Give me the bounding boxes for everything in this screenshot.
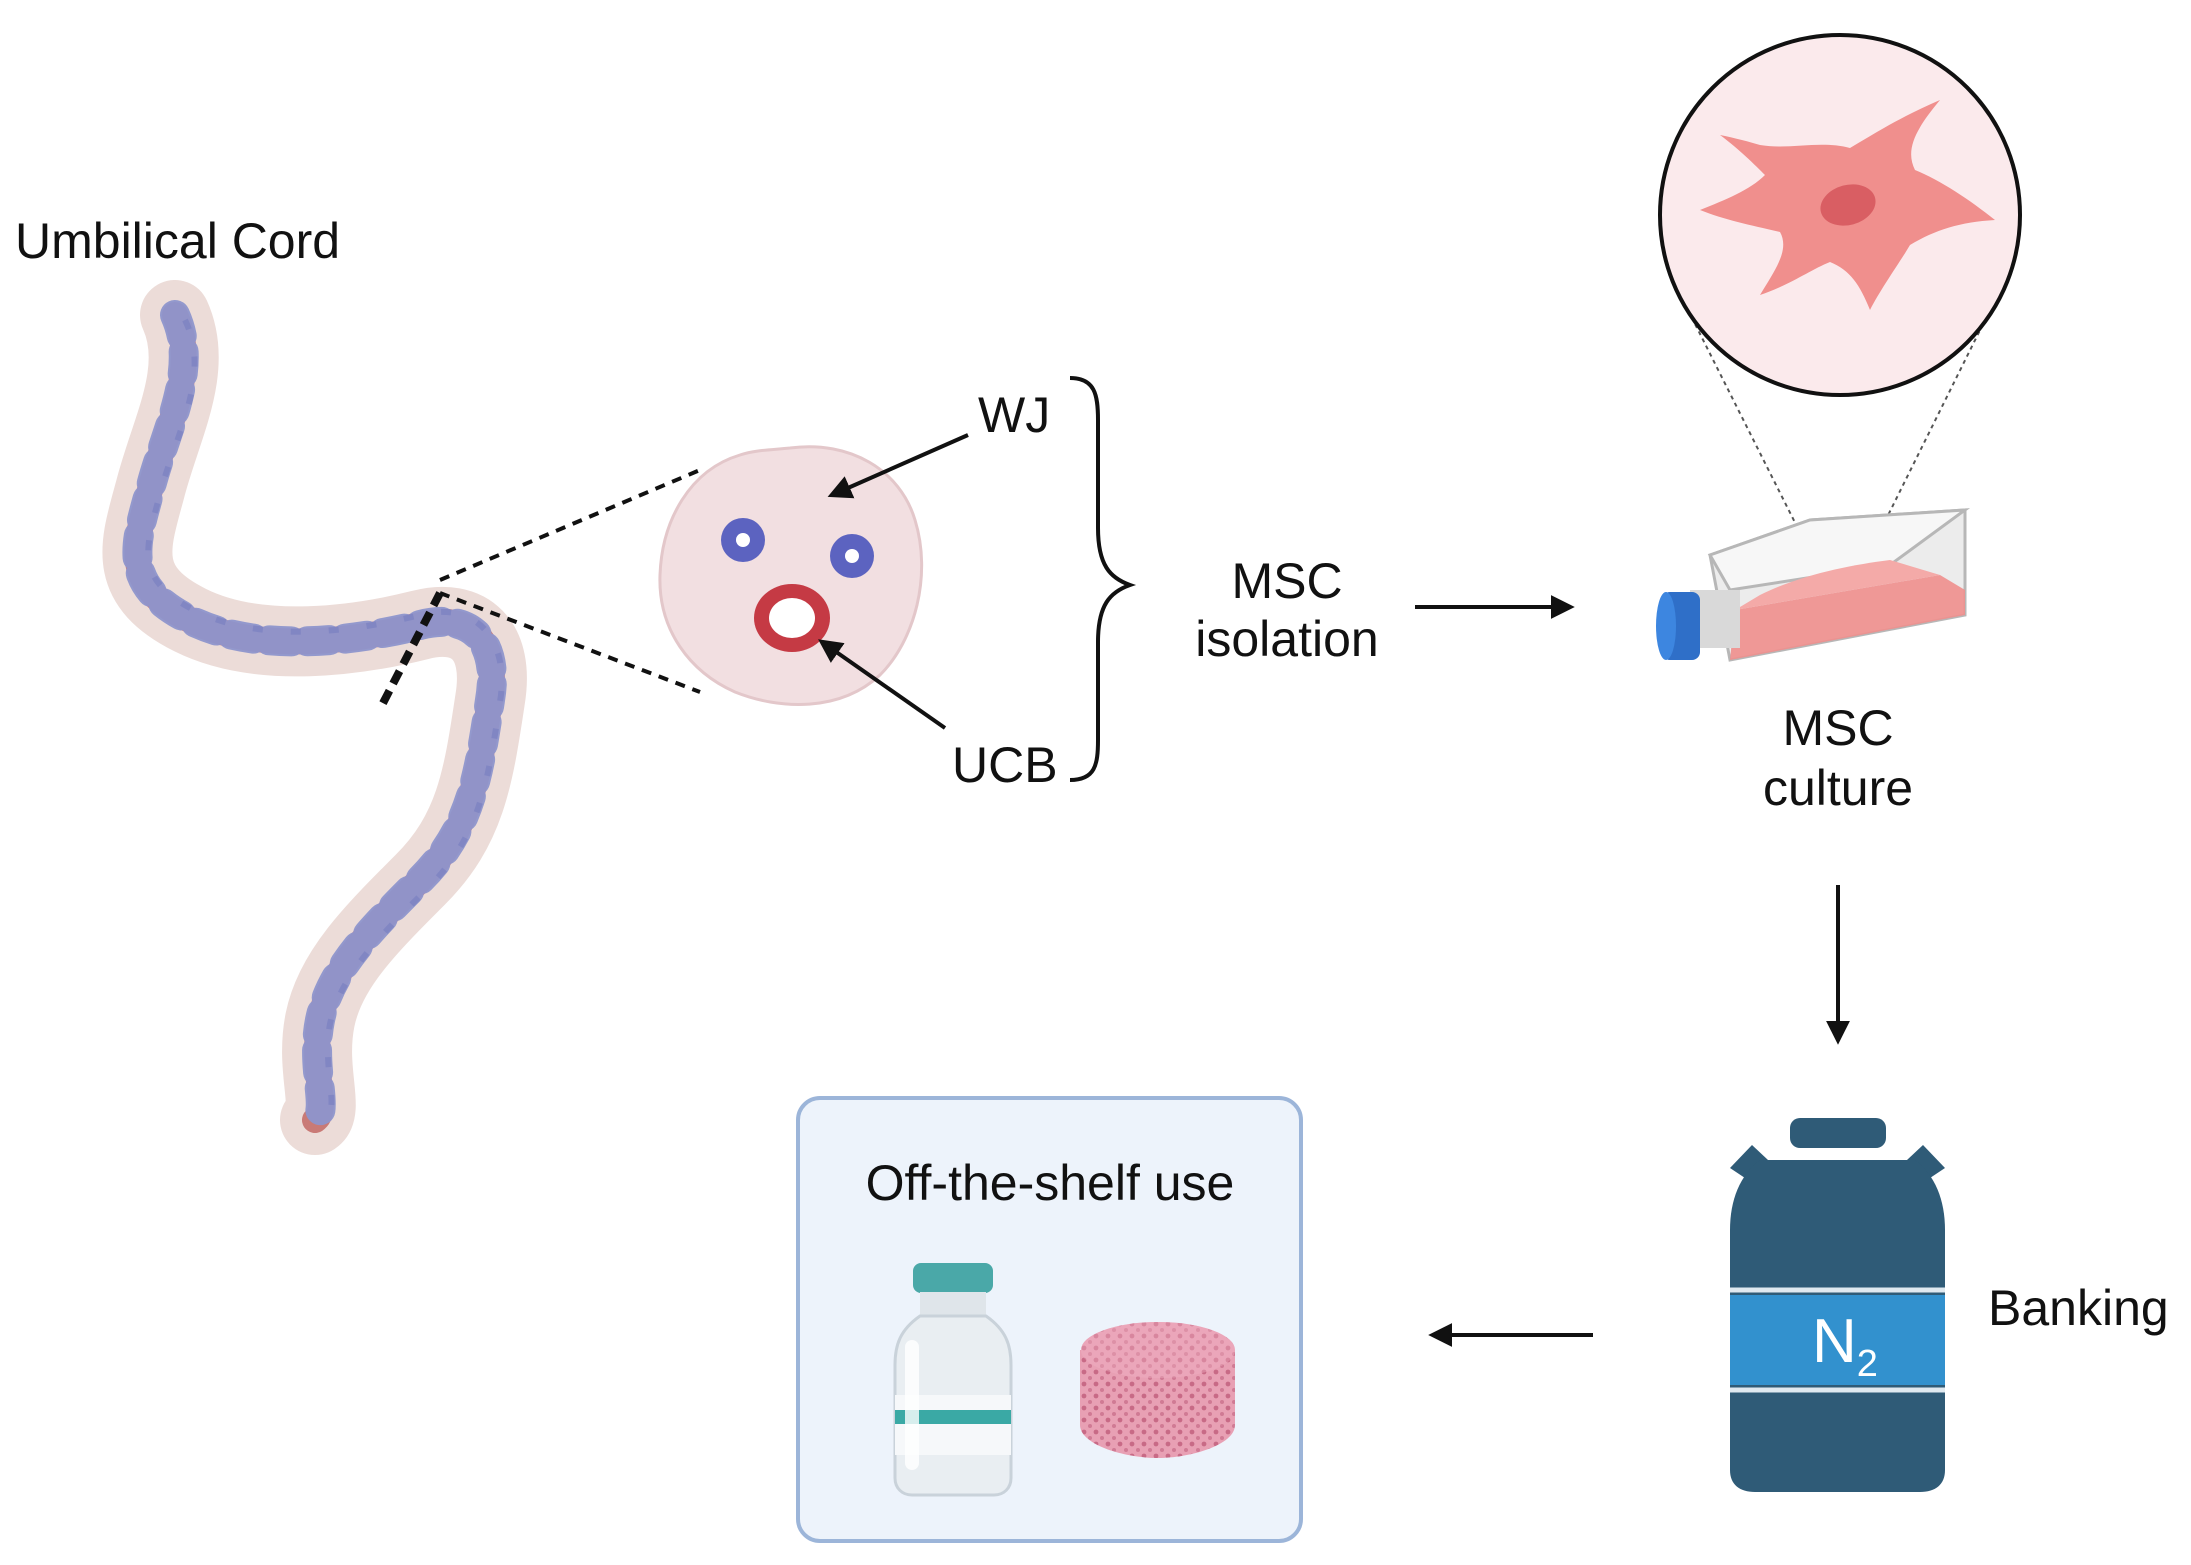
ucb-arrow xyxy=(818,639,947,730)
scaffold-icon xyxy=(1080,1322,1235,1458)
banking-label: Banking xyxy=(1988,1280,2169,1336)
msc-isolation-label-line2: isolation xyxy=(1195,611,1378,667)
cell-nucleus xyxy=(1820,184,1876,226)
magnified-cell-view xyxy=(1658,33,2022,613)
grouping-brace xyxy=(1069,376,1137,782)
expansion-line-top xyxy=(439,468,701,582)
off-the-shelf-panel: Off-the-shelf use xyxy=(796,1096,1303,1543)
msc-isolation-label-line1: MSC xyxy=(1231,553,1342,609)
culture-flask-icon xyxy=(1656,508,1971,662)
cord-cross-section xyxy=(658,445,924,706)
wj-arrow xyxy=(827,433,969,499)
liquid-nitrogen-dewar-icon: N2 xyxy=(1730,1118,1945,1492)
umbilical-cord-illustration xyxy=(102,280,527,1155)
msc-culture-label-line1: MSC xyxy=(1782,700,1893,756)
n2-label: N2 xyxy=(1812,1307,1878,1385)
off-the-shelf-label: Off-the-shelf use xyxy=(866,1155,1235,1211)
umbilical-cord-label: Umbilical Cord xyxy=(15,213,340,269)
msc-culture-label-line2: culture xyxy=(1763,760,1913,816)
ucb-label: UCB xyxy=(952,737,1058,793)
wj-label: WJ xyxy=(978,387,1050,443)
vial-icon xyxy=(893,1263,1013,1497)
